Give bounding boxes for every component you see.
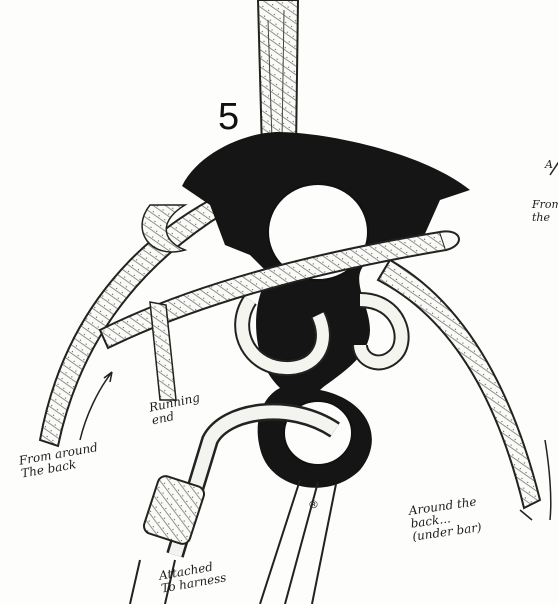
circled-marker: ®: [308, 498, 319, 511]
step-number: 5: [218, 96, 239, 139]
rope-around-back-right: [378, 260, 551, 520]
lower-rope-strands: [260, 480, 336, 604]
label-cropped-arrow: A: [545, 158, 553, 171]
main-rope-vertical: [258, 0, 298, 150]
label-cropped-right: Fromthe: [532, 198, 558, 224]
